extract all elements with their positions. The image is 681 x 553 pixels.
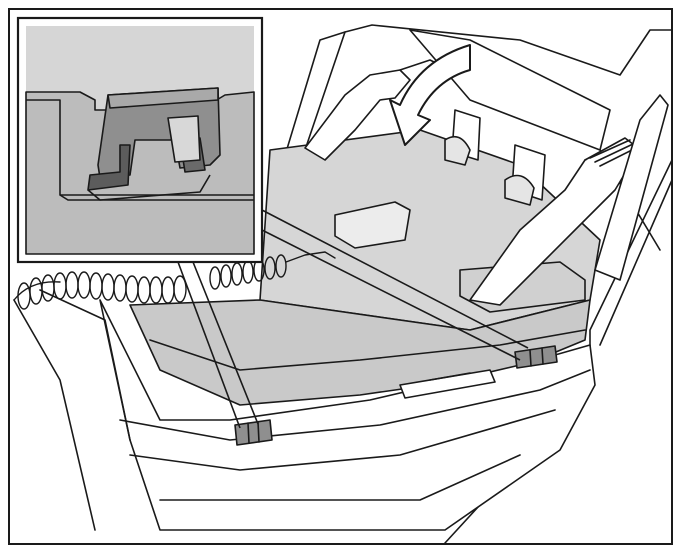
rear-housing-lid bbox=[344, 24, 673, 76]
latch-clip-left bbox=[234, 419, 273, 446]
left-wall-inner bbox=[39, 289, 131, 441]
right-wall-inner bbox=[599, 179, 673, 346]
tray-pad bbox=[334, 201, 411, 249]
latch-clip-right bbox=[514, 345, 558, 369]
hinge-bracket-icon bbox=[444, 109, 546, 206]
left-wall bbox=[13, 299, 96, 531]
base-rim-inner bbox=[129, 409, 556, 471]
inset-ledge bbox=[59, 194, 254, 201]
base-rim bbox=[119, 369, 591, 441]
detail-inset bbox=[16, 16, 264, 264]
inset-content bbox=[25, 26, 255, 255]
leader-lines bbox=[177, 209, 529, 429]
floor-strap-line bbox=[429, 372, 471, 381]
left-handle bbox=[304, 69, 411, 161]
tray-lip bbox=[149, 329, 586, 371]
coiled-cable-icon bbox=[13, 251, 336, 310]
clip-icon bbox=[87, 87, 221, 201]
main-illustration bbox=[13, 24, 673, 544]
base-body bbox=[99, 299, 596, 531]
rotation-arrow-icon bbox=[389, 44, 471, 146]
right-rod bbox=[594, 94, 669, 281]
base-floor bbox=[159, 454, 521, 501]
